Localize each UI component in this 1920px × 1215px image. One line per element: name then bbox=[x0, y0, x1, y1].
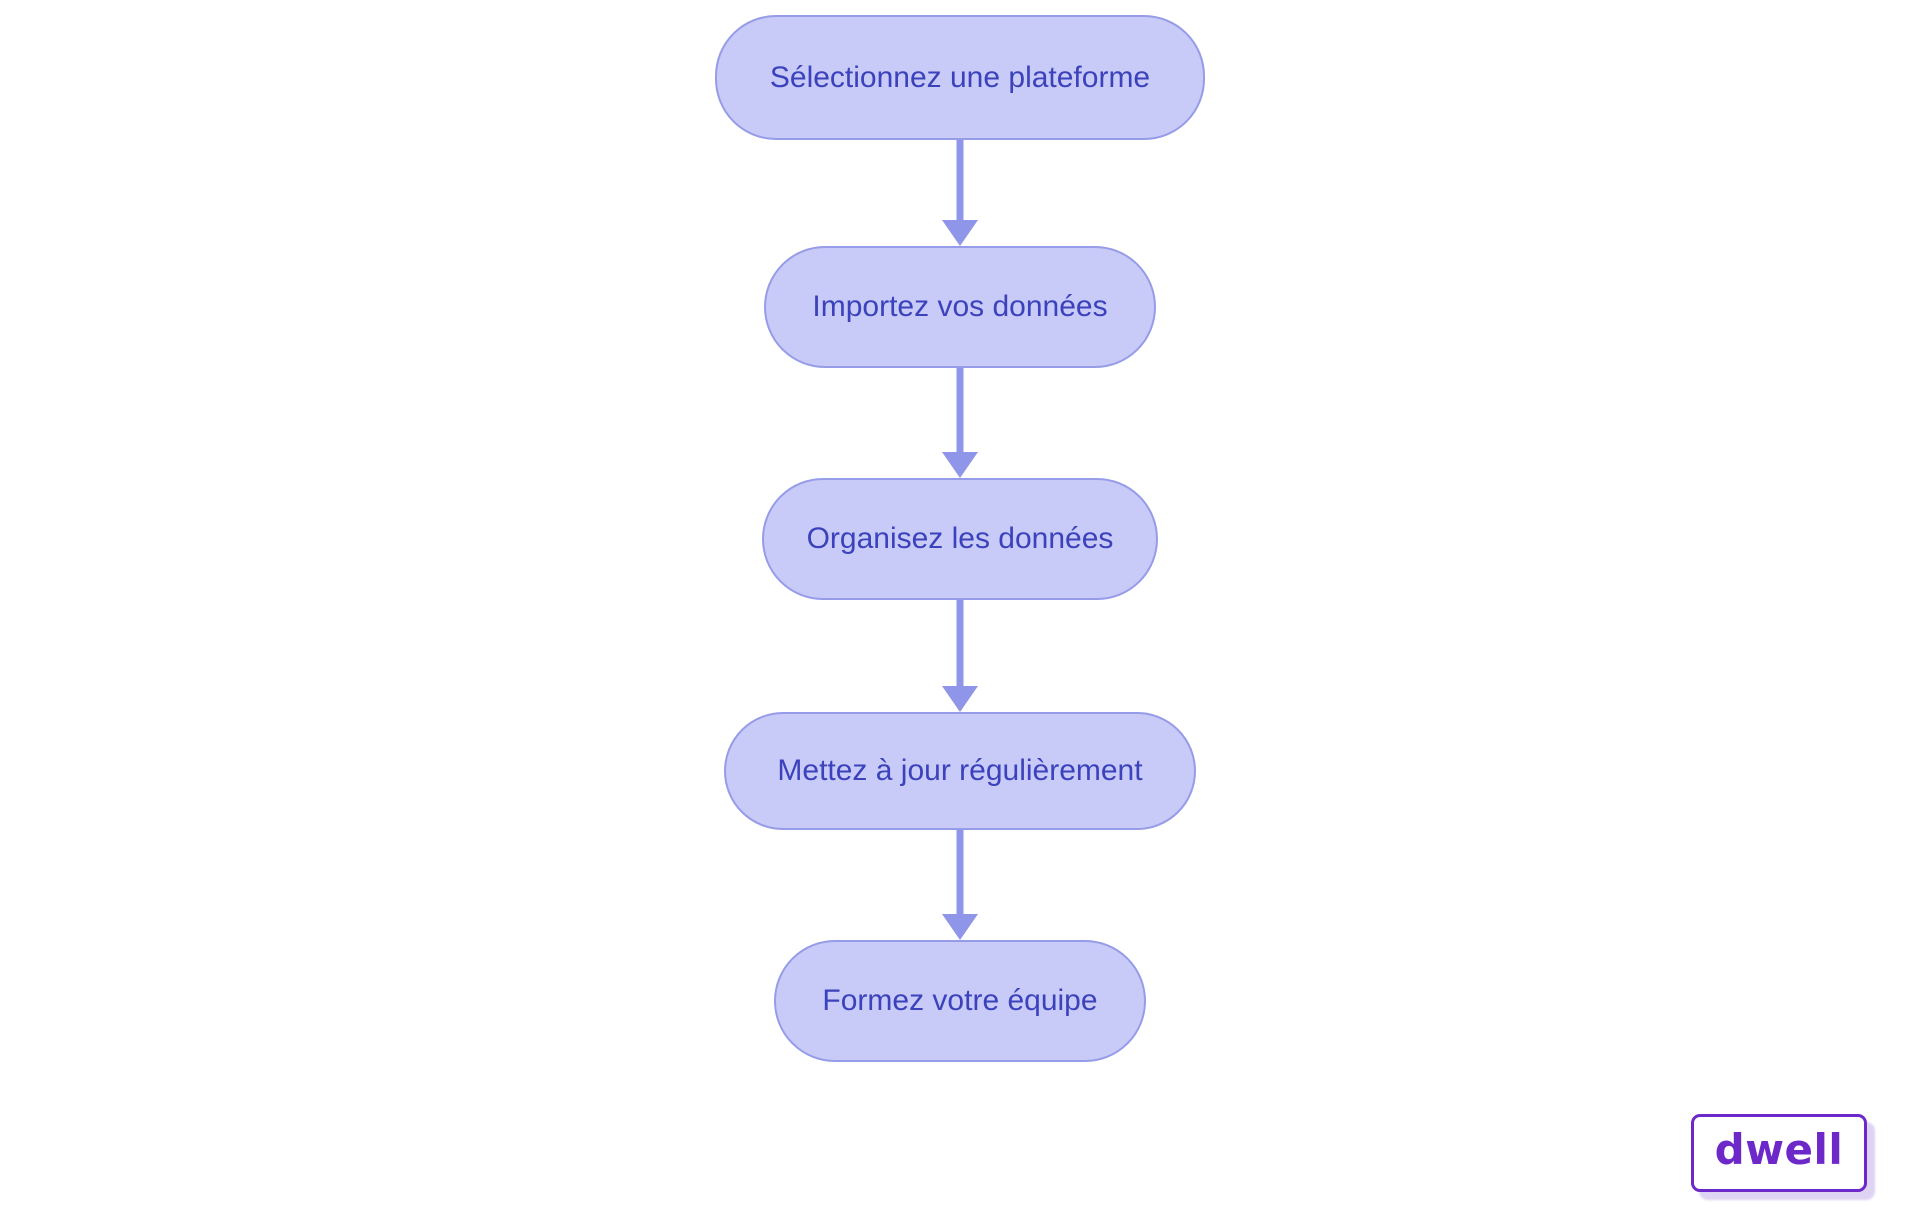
arrow-head-icon bbox=[942, 452, 978, 478]
flow-node-select-platform: Sélectionnez une plateforme bbox=[715, 15, 1205, 140]
dwell-logo: dwell bbox=[1691, 1114, 1867, 1192]
flow-node-import-data: Importez vos données bbox=[764, 246, 1156, 368]
flow-node-label: Formez votre équipe bbox=[822, 984, 1098, 1017]
flow-arrow-1 bbox=[941, 140, 979, 246]
arrow-line bbox=[956, 830, 964, 916]
flow-node-organize-data: Organisez les données bbox=[762, 478, 1158, 600]
arrow-line bbox=[956, 600, 964, 688]
flow-node-label: Mettez à jour régulièrement bbox=[777, 754, 1143, 787]
dwell-logo-text: dwell bbox=[1714, 1125, 1844, 1174]
flow-node-label: Organisez les données bbox=[806, 522, 1114, 555]
flow-node-label: Sélectionnez une plateforme bbox=[769, 60, 1151, 94]
arrow-head-icon bbox=[942, 686, 978, 712]
arrow-head-icon bbox=[942, 220, 978, 246]
flow-node-train-team: Formez votre équipe bbox=[774, 940, 1146, 1062]
flow-node-label: Importez vos données bbox=[812, 290, 1108, 323]
arrow-line bbox=[956, 140, 964, 222]
flow-arrow-3 bbox=[941, 600, 979, 712]
arrow-head-icon bbox=[942, 914, 978, 940]
flow-arrow-2 bbox=[941, 368, 979, 478]
flow-node-update-regularly: Mettez à jour régulièrement bbox=[724, 712, 1196, 830]
flow-arrow-4 bbox=[941, 830, 979, 940]
arrow-line bbox=[956, 368, 964, 454]
